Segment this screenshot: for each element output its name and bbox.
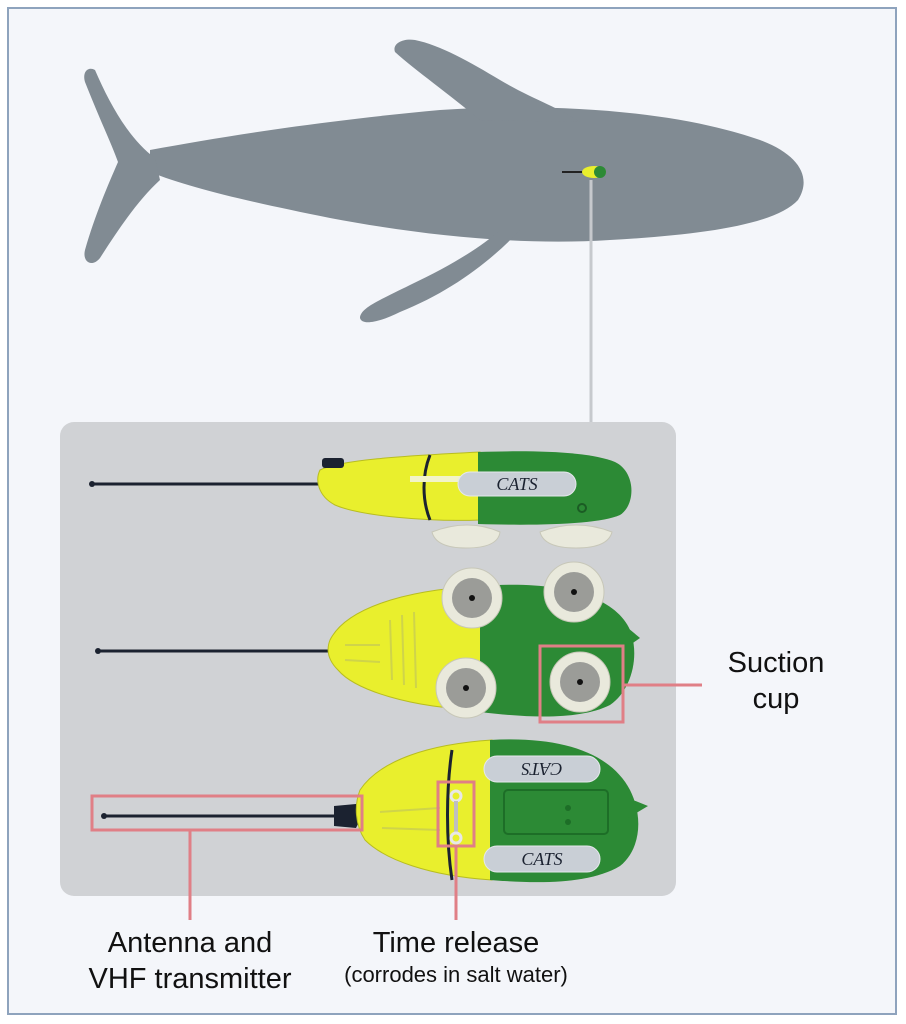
tag-on-whale (562, 166, 606, 178)
suction-cup-label-line1: Suction (727, 647, 825, 679)
time-release-label-line2: (corrodes in salt water) (344, 962, 568, 987)
cats-logo-top-2: CATS (521, 849, 562, 869)
tag-bottom-view (95, 561, 640, 719)
cats-logo-plate-side (457, 471, 577, 497)
antenna-label-line1: Antenna and (107, 927, 273, 959)
time-release-label: Time release (corrodes in salt water) (336, 925, 576, 989)
antenna-highlight-box (90, 794, 364, 832)
highlight-annotations (90, 644, 702, 920)
suction-cup (543, 561, 605, 623)
antenna-label: Antenna and VHF transmitter (60, 925, 320, 997)
time-release-label-line1: Time release (372, 927, 540, 959)
time-release-link (449, 789, 463, 845)
antenna-label-line2: VHF transmitter (88, 963, 292, 995)
suction-cup (441, 567, 503, 629)
cats-logo-side: CATS (496, 474, 537, 494)
suction-cup (435, 657, 497, 719)
suction-cup-highlighted (549, 651, 611, 713)
tag-side-view: CATS (89, 451, 632, 549)
cats-logo-plate-top-2 (483, 845, 601, 873)
whale-silhouette (84, 39, 804, 323)
cats-logo-plate-top-1 (483, 755, 601, 783)
vhf-transmitter (334, 804, 362, 828)
suction-cup-label: Suction cup (706, 645, 846, 717)
suction-cup-label-line2: cup (752, 683, 800, 715)
cats-logo-top-1: CATS (521, 759, 562, 779)
